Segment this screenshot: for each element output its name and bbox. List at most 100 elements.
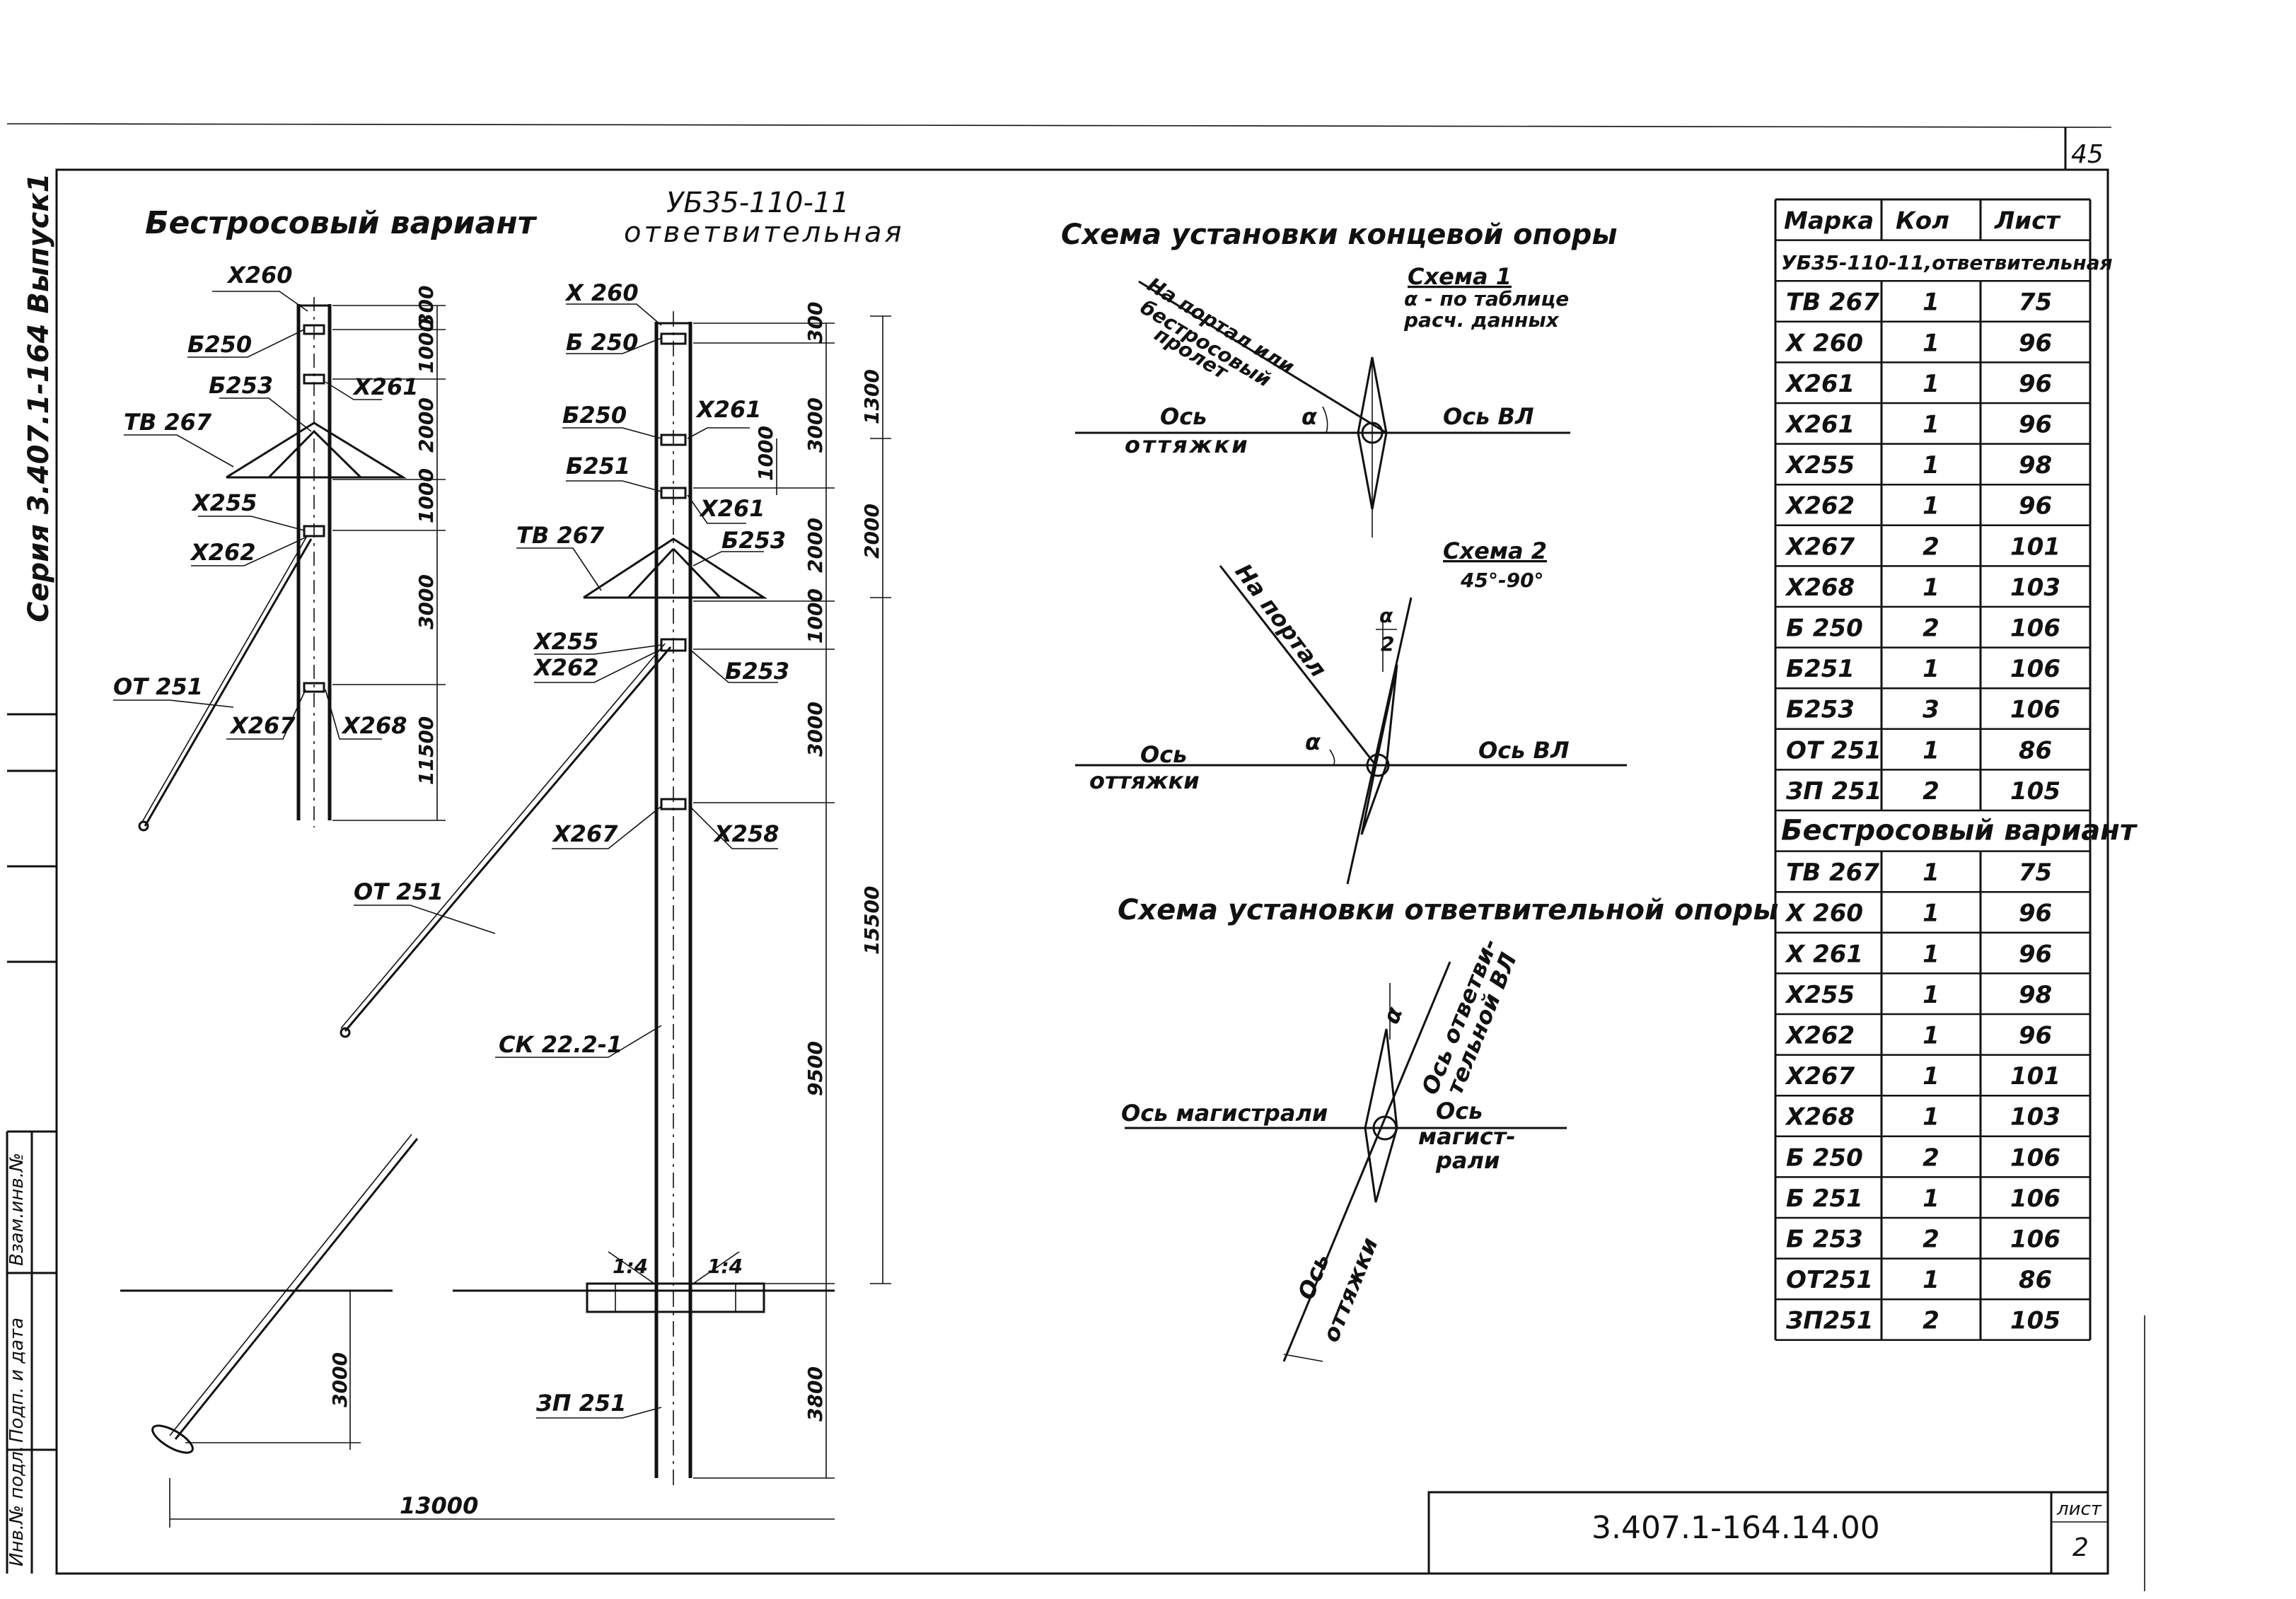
- scheme1-axis-guy-2: оттяжки: [1125, 431, 1250, 458]
- main-label-tv267: ТВ 267: [516, 522, 605, 549]
- table-cell-sheet: 106: [2010, 655, 2060, 683]
- table-cell-qty: 2: [1923, 614, 1940, 642]
- table-cell-mark: Х268: [1785, 574, 1855, 602]
- table-cell-mark: ТВ 267: [1786, 289, 1879, 317]
- table-cell-sheet: 103: [2010, 1103, 2060, 1132]
- table-cell-qty: 1: [1923, 1103, 1940, 1132]
- table-cell-mark: Х 260: [1785, 329, 1863, 357]
- table-cell-mark: Х268: [1785, 1103, 1855, 1132]
- main-label-b250a: Б 250: [566, 329, 638, 356]
- table-cell-qty: 2: [1923, 1225, 1940, 1253]
- table-cell-qty: 1: [1923, 1185, 1940, 1213]
- table-cell-qty: 3: [1923, 696, 1940, 724]
- scheme2-title: Схема 2: [1443, 537, 1547, 564]
- anchor-drawing: [120, 1134, 835, 1528]
- table-cell-sheet: 106: [2010, 1185, 2060, 1213]
- table-cell-sheet: 98: [2019, 451, 2052, 479]
- list-number: 2: [2072, 1533, 2089, 1562]
- left-label-ot251: ОТ 251: [113, 673, 203, 700]
- table-cell-sheet: 96: [2019, 492, 2052, 521]
- table-cell-mark: Б253: [1786, 696, 1855, 724]
- main-dim-1000a: 1000: [754, 426, 777, 481]
- main-label-x262: Х262: [533, 654, 598, 681]
- doc-code: 3.407.1-164.14.00: [1591, 1510, 1880, 1546]
- table-cell-mark: Х262: [1785, 492, 1855, 521]
- left-dim-11500: 11500: [414, 716, 438, 785]
- table-cell-qty: 1: [1923, 655, 1940, 683]
- main-slope-left: 1:4: [613, 1255, 648, 1278]
- main-label-x260: Х 260: [564, 279, 639, 306]
- main-label-ck22: СК 22.2-1: [499, 1031, 622, 1058]
- table-cell-qty: 1: [1923, 859, 1940, 887]
- table-cell-qty: 1: [1923, 736, 1940, 764]
- table-cell-mark: ОТ251: [1786, 1266, 1873, 1294]
- table-cell-mark: ЗП 251: [1785, 777, 1882, 806]
- branch-axis-guy-1: Ось: [1292, 1250, 1335, 1303]
- table-cell-sheet: 96: [2019, 370, 2052, 398]
- table-cell-qty: 1: [1923, 451, 1940, 479]
- table-cell-mark: Х255: [1785, 451, 1855, 479]
- main-label-x261b: Х261: [699, 495, 765, 522]
- main-dim-1300: 1300: [860, 369, 883, 424]
- branch-axis-main-right-1: Ось: [1436, 1098, 1483, 1124]
- main-dim-1000b: 1000: [804, 588, 827, 644]
- branch-alpha: α: [1377, 1002, 1408, 1028]
- branch-axis-main-right-2: магист-: [1418, 1123, 1516, 1150]
- scheme2-diagram: [1075, 565, 1627, 885]
- scheme2-axis-guy-2: оттяжки: [1089, 767, 1200, 794]
- main-pole-drawing: [340, 303, 891, 1485]
- table-cell-sheet: 75: [2019, 289, 2052, 317]
- main-dim-300: 300: [804, 302, 827, 343]
- table-cell-sheet: 86: [2019, 736, 2052, 764]
- table-cell-sheet: 105: [2010, 1307, 2060, 1335]
- scheme1-diagram: [1075, 280, 1570, 537]
- main-dim-2000a: 2000: [804, 518, 827, 573]
- table-header-mark: Марка: [1784, 207, 1874, 235]
- main-label-x261a: Х261: [695, 396, 761, 423]
- main-label-zp251: ЗП 251: [535, 1390, 626, 1417]
- table-cell-mark: Х 260: [1785, 900, 1863, 928]
- scheme2-diag: На портал: [1230, 559, 1333, 682]
- main-title-line1: УБ35-110-11: [666, 187, 850, 219]
- table-cell-sheet: 106: [2010, 1225, 2060, 1253]
- page-number: 45: [2071, 140, 2104, 169]
- table-cell-qty: 1: [1923, 1062, 1940, 1091]
- left-label-x255: Х255: [191, 489, 257, 516]
- scheme2-axis-guy-1: Ось: [1140, 741, 1187, 768]
- scheme1-title: Схема 1: [1408, 263, 1512, 290]
- table-cell-mark: Х261: [1785, 410, 1855, 438]
- left-title: Бестросовый вариант: [145, 205, 538, 241]
- table-cell-mark: Б 251: [1786, 1185, 1863, 1213]
- main-dim-3000a: 3000: [804, 397, 827, 453]
- scheme2-alpha: α: [1305, 728, 1321, 755]
- scheme1-note-2: расч. данных: [1403, 308, 1560, 332]
- side-label-inv: Инв.№ подл.: [6, 1446, 28, 1566]
- table-section-title: Бестросовый вариант: [1781, 814, 2138, 847]
- table-cell-qty: 1: [1923, 370, 1940, 398]
- table-cell-sheet: 75: [2019, 859, 2052, 887]
- left-dim-300: 300: [414, 286, 438, 327]
- main-label-b251: Б251: [566, 453, 630, 479]
- left-label-x267: Х267: [229, 712, 296, 739]
- table-header-sheet: Лист: [1994, 207, 2061, 235]
- sheet-frame: [6, 123, 2145, 1591]
- left-label-x268: Х268: [341, 712, 407, 739]
- table-cell-mark: ЗП251: [1785, 1307, 1874, 1335]
- left-label-x261: Х261: [352, 373, 418, 400]
- table-cell-sheet: 96: [2019, 329, 2052, 357]
- table-cell-mark: Х255: [1785, 981, 1855, 1009]
- left-dim-2000: 2000: [414, 397, 438, 453]
- table-cell-sheet: 96: [2019, 940, 2052, 968]
- main-label-b253b: Б253: [725, 658, 789, 685]
- table-cell-mark: Б 250: [1786, 1144, 1863, 1172]
- table-cell-qty: 2: [1923, 1307, 1940, 1335]
- left-label-x262: Х262: [190, 539, 255, 566]
- table-cell-qty: 1: [1923, 981, 1940, 1009]
- side-label-sign: Подп. и дата: [6, 1318, 28, 1443]
- branch-support-title: Схема установки ответвительной опоры: [1118, 894, 1778, 926]
- end-support-title: Схема установки концевой опоры: [1061, 219, 1618, 251]
- scheme1-axis-vl: Ось ВЛ: [1443, 403, 1534, 430]
- table-cell-sheet: 96: [2019, 410, 2052, 438]
- anchor-dim-13000: 13000: [400, 1492, 478, 1519]
